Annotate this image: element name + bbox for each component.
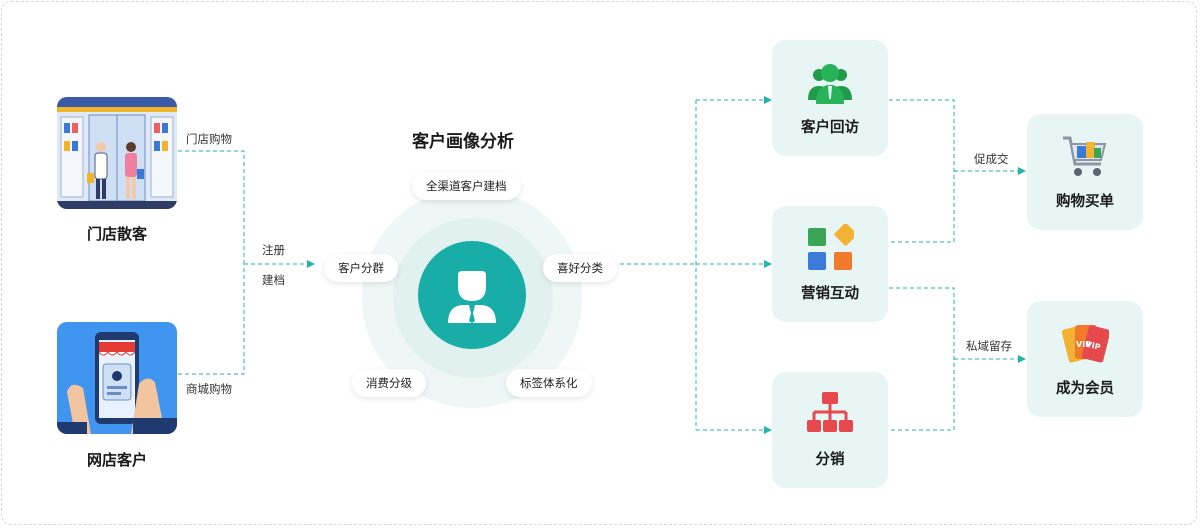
edge-deal-label: 促成交 bbox=[974, 152, 1009, 166]
store-customer-label: 门店散客 bbox=[86, 225, 147, 243]
card-become-member-label: 成为会员 bbox=[1056, 381, 1114, 397]
online-channel-label: 商城购物 bbox=[186, 382, 232, 396]
card-customer-visit: 客户回访 bbox=[772, 40, 888, 156]
storefront-illustration bbox=[57, 97, 177, 209]
card-marketing-interaction-label: 营销互动 bbox=[801, 286, 859, 302]
card-marketing-interaction: 营销互动 bbox=[772, 206, 888, 322]
blocks-icon bbox=[806, 223, 857, 272]
tag-label-system: 标签体系化 bbox=[506, 369, 592, 397]
tag-preference-classification: 喜好分类 bbox=[543, 254, 617, 282]
file-label: 建档 bbox=[262, 273, 285, 287]
connector-marketing-out bbox=[889, 287, 955, 431]
hierarchy-icon bbox=[806, 390, 854, 438]
card-become-member: VIP VIP 成为会员 bbox=[1027, 301, 1143, 417]
tag-consumption-grading: 消费分级 bbox=[352, 369, 426, 397]
connector-visit-out bbox=[889, 99, 955, 243]
card-distribution-label: 分销 bbox=[815, 452, 845, 468]
connector-online-line bbox=[178, 264, 245, 375]
vip-cards-icon: VIP VIP bbox=[1061, 319, 1111, 367]
svg-text:VIP: VIP bbox=[1085, 340, 1102, 352]
svg-text:VIP: VIP bbox=[1076, 340, 1091, 349]
online-customer-label: 网店客户 bbox=[86, 451, 147, 469]
card-purchase: 购物买单 bbox=[1027, 114, 1143, 230]
store-channel-label: 门店购物 bbox=[186, 132, 232, 146]
register-label: 注册 bbox=[262, 243, 285, 257]
customer-profile-icon bbox=[418, 241, 526, 349]
connector-store-line bbox=[178, 150, 245, 264]
mobile-shop-illustration bbox=[57, 322, 177, 434]
card-distribution: 分销 bbox=[772, 372, 888, 488]
tag-customer-grouping: 客户分群 bbox=[324, 254, 398, 282]
tag-omnichannel-profiling: 全渠道客户建档 bbox=[412, 172, 521, 200]
diagram-title: 客户画像分析 bbox=[412, 132, 514, 152]
card-customer-visit-label: 客户回访 bbox=[801, 120, 859, 136]
card-purchase-label: 购物买单 bbox=[1056, 194, 1114, 210]
edge-retain-label: 私域留存 bbox=[966, 339, 1012, 353]
people-group-icon bbox=[806, 58, 854, 106]
shopping-cart-icon bbox=[1061, 132, 1109, 180]
